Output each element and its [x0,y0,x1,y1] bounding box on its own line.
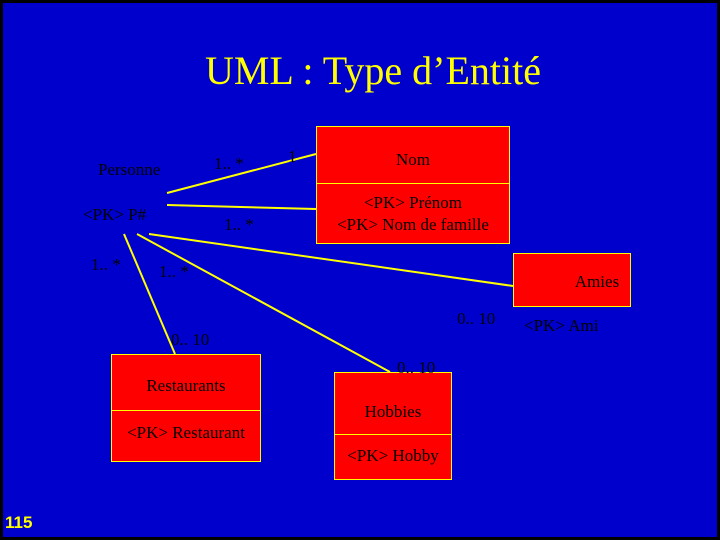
entity-restaurants-key: <PK> Restaurant [127,423,245,442]
entity-hobbies-divider [335,434,451,435]
relationship-lines [123,153,514,373]
entity-amies: Amies [513,253,631,307]
card-restaurants-side: 0.. 10 [171,330,210,349]
card-personne-nom-upper: 1.. * [214,154,244,173]
slide-title: UML : Type d’Entité [204,48,542,93]
entity-restaurants: Restaurants <PK> Restaurant [111,354,261,462]
card-personne-left: 1.. * [91,255,121,274]
entity-amies-name: Amies [574,272,620,291]
entity-hobbies-name: Hobbies [364,402,422,421]
entity-amies-key: <PK> Ami [524,316,599,335]
link-personne-amies [148,233,514,287]
entity-restaurants-divider [112,410,260,411]
entity-personne-key: <PK> P# [83,205,147,224]
link-personne-nom-lower [166,204,317,210]
entity-nom: Nom <PK> Prénom <PK> Nom de famille [316,126,510,244]
link-personne-hobbies [136,233,391,373]
entity-nom-name: Nom [396,150,430,169]
entity-hobbies: Hobbies <PK> Hobby [334,372,452,480]
card-personne-nom-lower: 1.. * [224,215,254,234]
entity-hobbies-key: <PK> Hobby [347,446,439,465]
entity-nom-key-prenom: <PK> Prénom [363,193,463,212]
entity-personne-name: Personne [98,160,161,179]
entity-restaurants-name: Restaurants [146,376,226,395]
link-personne-nom-upper [166,153,317,194]
card-personne-amies: 1.. * [159,262,189,281]
entity-nom-divider [317,183,509,184]
slide: UML : Type d’Entité Personne <PK> P# Nom… [3,3,717,537]
link-personne-restaurants [123,233,176,355]
entity-nom-key-nom-famille: <PK> Nom de famille [337,215,489,234]
card-amies-side: 0.. 10 [457,309,496,328]
card-nom-side: 1 [288,147,297,166]
card-hobbies-side: 0.. 10 [397,358,436,377]
page-number: 115 [5,513,33,532]
